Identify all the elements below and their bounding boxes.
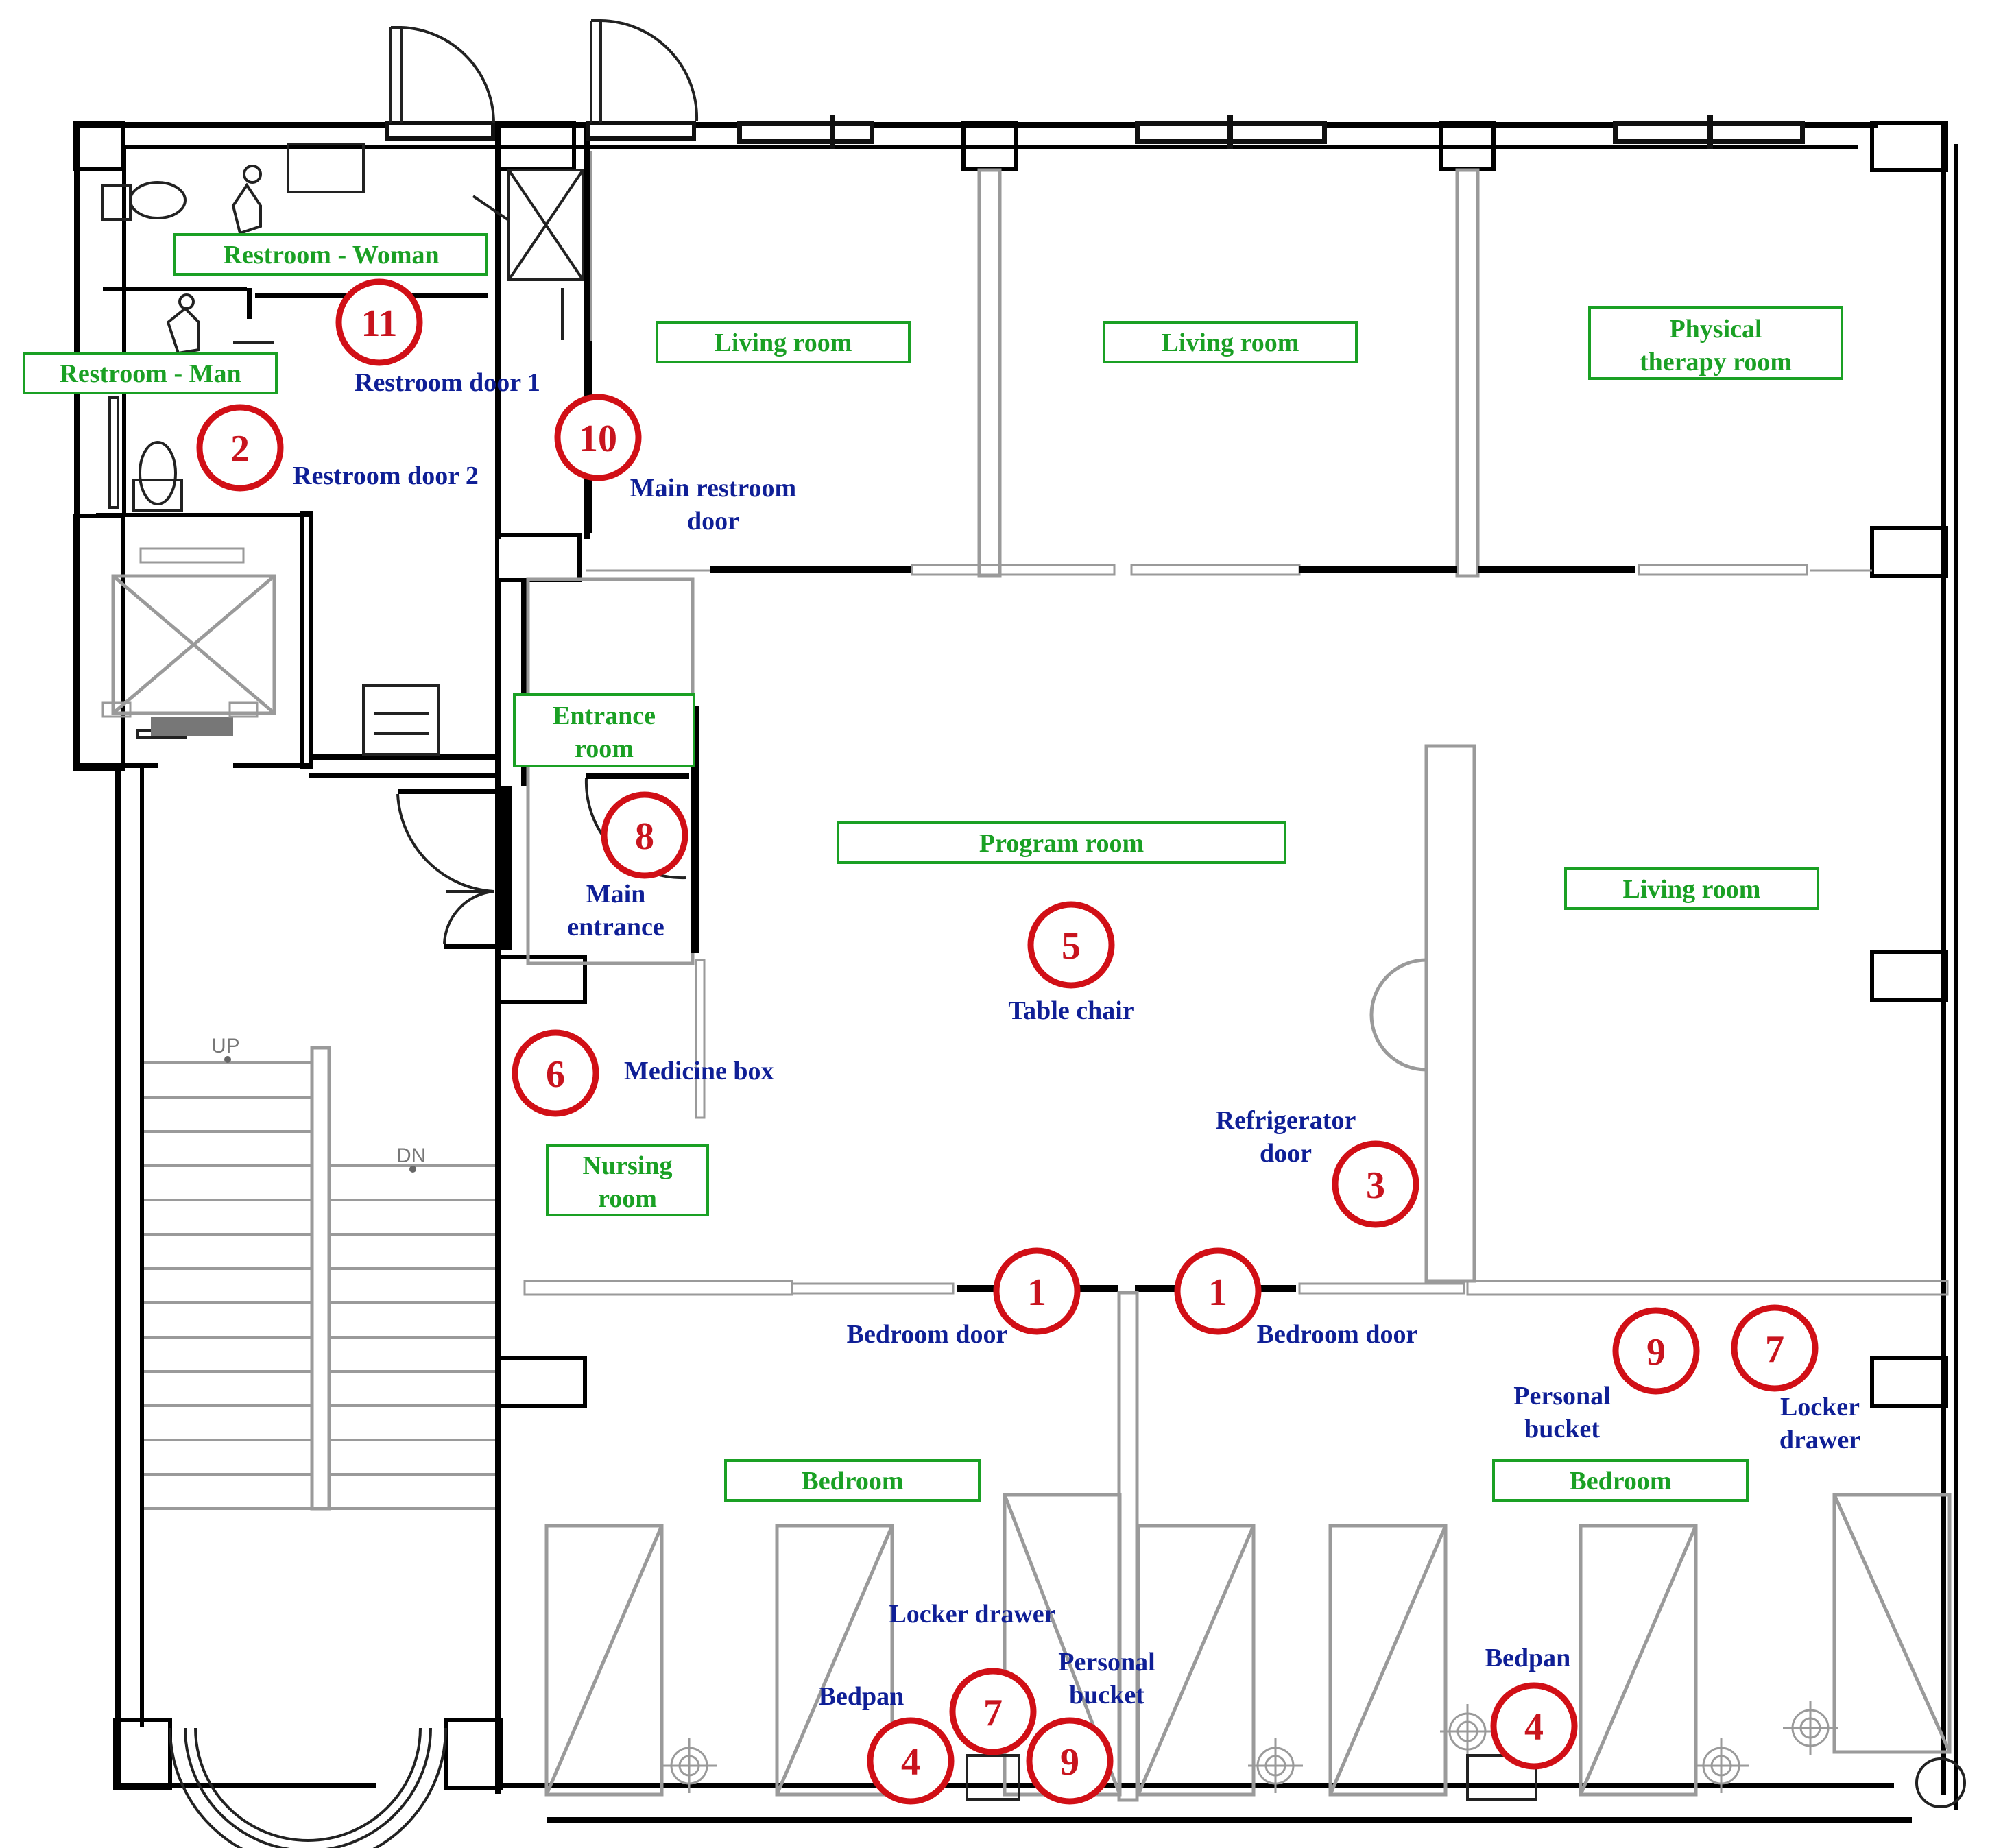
- entrance-room-label-line2: room: [575, 734, 634, 763]
- marker-5: 5: [1027, 901, 1115, 989]
- restroom-door-1-annotation: Restroom door 1: [355, 368, 540, 397]
- locker-drawer-right-annotation-line1: Locker: [1780, 1393, 1860, 1421]
- restroom-fixtures: [101, 143, 440, 756]
- marker-3: 3: [1332, 1140, 1419, 1228]
- label-physical-therapy: Physical therapy room: [1588, 306, 1843, 380]
- living-room-2-label: Living room: [1162, 328, 1299, 357]
- marker-9-right-number: 9: [1646, 1331, 1666, 1373]
- marker-1-left: 1: [993, 1247, 1081, 1335]
- stairs-down-label: DN: [396, 1144, 426, 1167]
- locker-drawer-left-annotation: Locker drawer: [889, 1600, 1055, 1629]
- marker-10-number: 10: [579, 418, 617, 460]
- program-room-label: Program room: [979, 829, 1144, 858]
- marker-7-right: 7: [1731, 1304, 1819, 1392]
- bedpan-left-annotation: Bedpan: [819, 1682, 904, 1711]
- main-entrance-annotation-line1: Main: [586, 880, 646, 909]
- restroom-man-label: Restroom - Man: [59, 359, 241, 388]
- bedroom-1-label: Bedroom: [801, 1467, 903, 1496]
- label-bedroom-2: Bedroom: [1492, 1459, 1749, 1502]
- personal-bucket-right-annotation-line2: bucket: [1524, 1415, 1600, 1443]
- physical-therapy-label-line2: therapy room: [1640, 348, 1792, 376]
- restroom-woman-label: Restroom - Woman: [223, 241, 439, 269]
- marker-7-left: 7: [949, 1668, 1037, 1755]
- marker-1-left-number: 1: [1027, 1271, 1046, 1314]
- label-nursing-room: Nursing room: [546, 1144, 709, 1216]
- marker-9-left: 9: [1026, 1717, 1114, 1805]
- marker-8-number: 8: [635, 815, 654, 858]
- marker-1-right-number: 1: [1208, 1271, 1227, 1314]
- bedpan-right-annotation: Bedpan: [1485, 1644, 1571, 1672]
- markers: 11 2 10 8 5 6 3 1: [196, 278, 1819, 1805]
- marker-2: 2: [196, 404, 284, 492]
- label-living-room-1: Living room: [656, 321, 911, 363]
- marker-4-left-number: 4: [901, 1741, 920, 1784]
- personal-bucket-left-annotation-line1: Personal: [1058, 1648, 1155, 1677]
- bedroom-door-1-annotation: Bedroom door: [847, 1320, 1008, 1349]
- label-living-room-2: Living room: [1103, 321, 1358, 363]
- marker-2-number: 2: [230, 428, 250, 470]
- nursing-room-label-line1: Nursing: [583, 1151, 673, 1180]
- marker-9-right: 9: [1612, 1307, 1700, 1395]
- room-labels: Restroom - Woman Restroom - Man Living r…: [23, 233, 1843, 1502]
- main-restroom-door-annotation-line2: door: [687, 507, 739, 536]
- marker-10: 10: [554, 394, 642, 481]
- elevator: [101, 547, 276, 736]
- medicine-box-annotation: Medicine box: [624, 1057, 774, 1085]
- main-entrance-annotation-line2: entrance: [567, 913, 664, 941]
- walls: [73, 121, 1958, 1823]
- windows: [385, 115, 1805, 149]
- label-entrance-room: Entrance room: [513, 693, 695, 767]
- nursing-room-label-line2: room: [598, 1184, 657, 1213]
- annotations: Restroom door 1 Restroom door 2 Main res…: [293, 368, 1860, 1711]
- personal-bucket-left-annotation-line2: bucket: [1069, 1681, 1144, 1709]
- label-bedroom-1: Bedroom: [724, 1459, 981, 1502]
- label-living-room-3: Living room: [1564, 867, 1819, 910]
- marker-8: 8: [601, 791, 688, 879]
- marker-11-number: 11: [361, 302, 398, 345]
- main-restroom-door-annotation-line1: Main restroom: [630, 474, 796, 503]
- marker-4-right-number: 4: [1524, 1706, 1544, 1749]
- marker-11: 11: [335, 278, 423, 366]
- marker-7-right-number: 7: [1765, 1328, 1784, 1371]
- bedroom-door-2-annotation: Bedroom door: [1257, 1320, 1418, 1349]
- restroom-door-2-annotation: Restroom door 2: [293, 461, 479, 490]
- refrigerator-door-annotation-line2: door: [1260, 1139, 1312, 1168]
- table-chair-annotation: Table chair: [1008, 996, 1134, 1025]
- living-room-1-label: Living room: [715, 328, 852, 357]
- marker-3-number: 3: [1366, 1164, 1385, 1207]
- label-program-room: Program room: [837, 821, 1286, 864]
- marker-5-number: 5: [1062, 925, 1081, 968]
- refrigerator-door-annotation-line1: Refrigerator: [1216, 1106, 1356, 1135]
- stairs-up-label: UP: [211, 1035, 240, 1057]
- beds: [544, 1493, 1966, 1808]
- bedroom-2-label: Bedroom: [1569, 1467, 1671, 1496]
- exterior-doors: [389, 19, 699, 124]
- stairs: UP DN: [144, 1035, 495, 1848]
- label-restroom-man: Restroom - Man: [23, 352, 278, 394]
- marker-4-left: 4: [867, 1717, 955, 1805]
- entrance-room-label-line1: Entrance: [553, 701, 656, 730]
- label-restroom-woman: Restroom - Woman: [173, 233, 488, 276]
- marker-1-right: 1: [1174, 1247, 1262, 1335]
- marker-6: 6: [512, 1029, 599, 1117]
- marker-4-right: 4: [1490, 1682, 1578, 1770]
- marker-9-left-number: 9: [1060, 1741, 1079, 1784]
- physical-therapy-label-line1: Physical: [1669, 315, 1762, 344]
- marker-6-number: 6: [546, 1053, 565, 1096]
- marker-7-left-number: 7: [983, 1692, 1003, 1734]
- personal-bucket-right-annotation-line1: Personal: [1513, 1382, 1610, 1411]
- living-room-3-label: Living room: [1623, 875, 1761, 904]
- bedside-fixtures: [662, 1701, 1838, 1801]
- locker-drawer-right-annotation-line2: drawer: [1779, 1426, 1860, 1454]
